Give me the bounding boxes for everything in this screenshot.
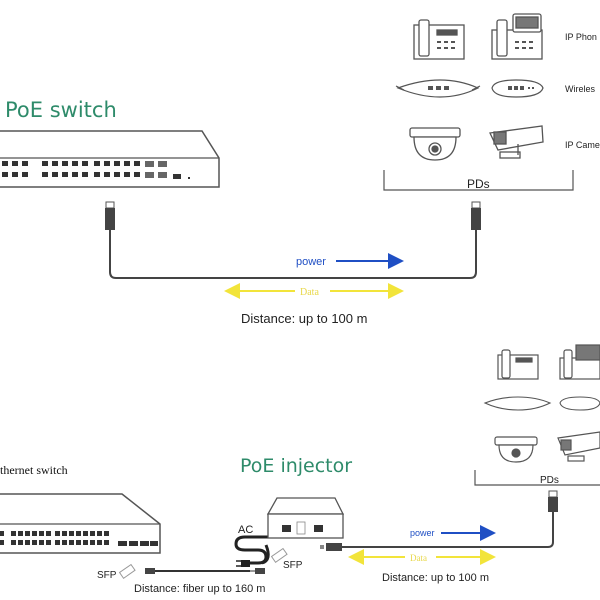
fiber-distance-label: Distance: fiber up to 160 m [134, 583, 265, 595]
ethernet-switch-device [0, 493, 161, 554]
ip-phone-screen-icon [491, 13, 543, 60]
sfp-right-label: SFP [283, 560, 303, 571]
sfp-module-left-icon [118, 563, 136, 579]
wireless-ap-small-icon [491, 79, 544, 98]
bottom-ethernet-cable [320, 490, 558, 551]
poe-switch-device [0, 130, 220, 188]
sfp-left-label: SFP [97, 570, 117, 581]
poe-injector-device [266, 497, 345, 539]
top-data-label: Data [300, 287, 319, 298]
top-pd-label: PDs [467, 177, 490, 191]
poe-injector-title: PoE injector [240, 455, 352, 477]
top-power-label: power [296, 256, 326, 268]
wireless-ap-icon [483, 396, 552, 411]
sfp-module-right-icon [270, 547, 288, 563]
bottom-power-label: power [410, 528, 435, 538]
pd-bracket [474, 470, 600, 486]
bottom-data-label: Data [410, 553, 427, 563]
pd-category-ip-phone: IP Phon [565, 32, 597, 42]
ip-phone-icon [497, 349, 539, 380]
bottom-distance-label: Distance: up to 100 m [382, 572, 489, 584]
dome-camera-icon [409, 127, 461, 161]
bottom-pd-label: PDs [540, 475, 559, 486]
wireless-ap-icon [395, 79, 481, 98]
pd-category-ip-camera: IP Came [565, 140, 600, 150]
top-distance-label: Distance: up to 100 m [241, 311, 367, 326]
poe-switch-title: PoE switch [5, 98, 117, 122]
top-ethernet-cable [105, 201, 481, 279]
fiber-cable [145, 568, 265, 574]
ac-power-cord-icon [234, 535, 270, 567]
bottom-pd-group: PDs [474, 344, 600, 486]
wireless-ap-small-icon [559, 396, 600, 411]
bullet-camera-icon [557, 431, 600, 462]
pd-bracket [383, 170, 574, 191]
rj45-connector-right [471, 201, 481, 230]
bullet-camera-icon [489, 125, 544, 159]
ip-phone-screen-icon [559, 344, 600, 380]
dome-camera-icon [494, 436, 538, 463]
ac-label: AC [238, 524, 253, 536]
ethernet-switch-label: thernet switch [0, 463, 68, 477]
rj45-connector-left [105, 201, 115, 230]
ip-phone-icon [413, 19, 465, 60]
top-pd-group: PDs [383, 13, 574, 191]
pd-category-wireless: Wireles [565, 84, 596, 94]
